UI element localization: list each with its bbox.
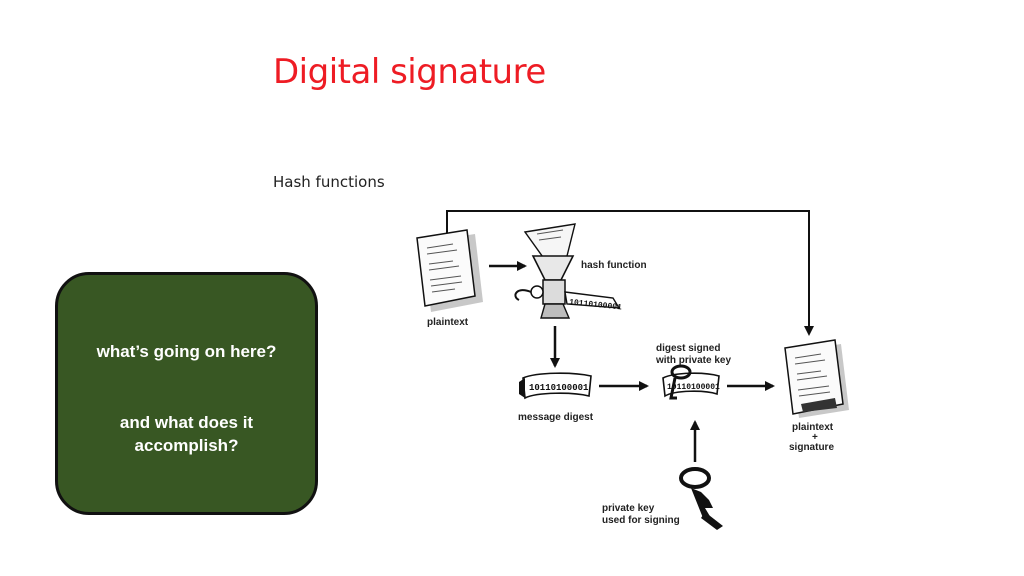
output-plaintext-label: plaintext [792, 422, 834, 433]
digest-signed-label-line2: with private key [655, 355, 731, 366]
digital-signature-diagram: plaintext 10110100001 hash function 1011… [405, 200, 865, 540]
signed-digest-text: 10110100001 [667, 383, 720, 392]
bypass-arrow [446, 210, 814, 336]
hash-function-grinder-icon [514, 223, 621, 319]
plaintext-document-icon [416, 229, 483, 312]
slide-subtitle: Hash functions [273, 173, 385, 191]
private-key-icon [679, 467, 723, 530]
hash-function-label: hash function [581, 260, 647, 271]
signed-plaintext-document-icon [784, 339, 849, 418]
callout-question-1: what’s going on here? [96, 342, 277, 361]
question-callout-box: what’s going on here? and what does it a… [55, 272, 318, 515]
output-plus-sign: + [812, 432, 818, 443]
digest-signed-label-line1: digest signed [656, 343, 720, 354]
signed-digest-icon [662, 364, 720, 400]
output-signature-label: signature [789, 442, 834, 453]
message-digest-label: message digest [518, 412, 594, 423]
message-digest-strip-icon [519, 372, 592, 400]
private-key-label-line2: used for signing [602, 515, 680, 526]
plaintext-label: plaintext [427, 317, 469, 328]
message-digest-text: 10110100001 [529, 383, 589, 393]
callout-question-2: and what does it accomplish? [119, 413, 254, 455]
slide-title: Digital signature [273, 52, 546, 92]
private-key-label-line1: private key [602, 503, 655, 514]
